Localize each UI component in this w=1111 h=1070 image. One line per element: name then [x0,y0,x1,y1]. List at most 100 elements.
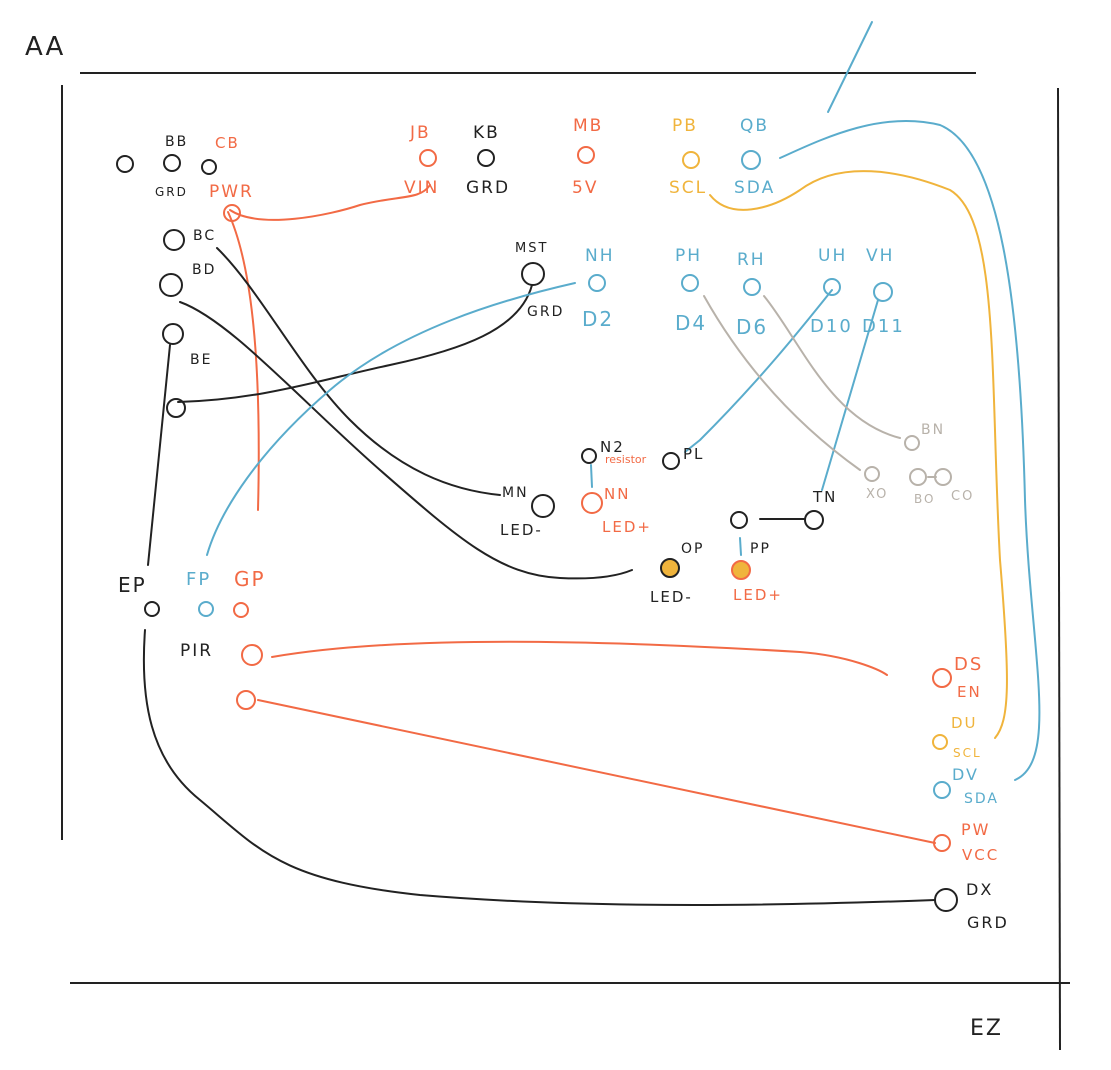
wire-pir-ds [271,640,888,676]
frame [61,72,1070,1051]
pin-be [162,323,184,345]
label-en: EN [957,683,982,701]
label-pb: PB [672,116,698,136]
label-sda-right: SDA [964,791,999,807]
pin-be-junction [166,398,186,418]
pin-dx [934,888,958,912]
wire-scl [709,170,1008,739]
wire-vh-tn [821,299,879,491]
label-ep: EP [118,573,147,597]
label-cb: CB [215,134,240,152]
wire-pwr-gp [227,211,260,511]
pin-bo [909,468,927,486]
label-n2: N2 [600,438,625,456]
pin-rh [743,278,761,296]
label-pl: PL [683,445,704,463]
pin-bn [904,435,920,451]
wires [142,21,1041,906]
pin-mst [521,262,545,286]
label-sda-top: SDA [734,178,775,198]
pin-pb [682,151,700,169]
label-mst: MST [515,241,548,256]
label-d6: D6 [736,315,768,339]
label-vcc: VCC [962,846,999,864]
label-vh: VH [866,246,894,266]
wire-bd-op [179,301,633,580]
pin-qb [741,150,761,170]
wire-blue-top [827,21,873,113]
label-scl-right: SCL [953,746,982,760]
pin-gp [233,602,249,618]
pin-pw [933,834,951,852]
label-led-plus-2: LED+ [733,586,783,604]
pin-tn [804,510,824,530]
pin-pir-2 [236,690,256,710]
pin-bb [163,154,181,172]
label-mn: MN [502,485,529,501]
label-xo: XO [866,487,888,502]
wire-ep-dx [142,629,936,906]
label-d4: D4 [675,311,707,335]
pin-n2 [581,448,597,464]
label-rh: RH [737,250,766,270]
pins [116,146,958,912]
pin-pwr [223,204,241,222]
label-nn: NN [604,485,630,503]
label-grd-mst: GRD [527,304,564,320]
wire-uh-pl [684,289,833,453]
label-pwr: PWR [209,182,254,202]
label-5v: 5V [572,178,598,198]
pin-bc [163,229,185,251]
pin-bd [159,273,183,297]
label-bn: BN [921,422,945,438]
pin-ph [681,274,699,292]
pin-tn-left [730,511,748,529]
pin-co [934,468,952,486]
label-ez: EZ [970,1016,1003,1041]
resistor-blue-2 [739,537,742,556]
wire-ph-xo [703,295,861,471]
pin-jb [419,149,437,167]
pin-pir-1 [241,644,263,666]
label-pp: PP [750,541,771,557]
label-jb: JB [409,123,431,143]
label-grd-kb: GRD [466,178,510,198]
label-uh: UH [818,246,847,266]
pin-ds [932,668,952,688]
pin-nn [581,492,603,514]
pin-unnamed [116,155,134,173]
label-grd-dx: GRD [967,913,1009,932]
pin-cb [201,159,217,175]
pin-mb [577,146,595,164]
label-op: OP [681,541,704,557]
label-ph: PH [675,246,702,266]
label-fp: FP [186,569,211,590]
pin-ep [144,601,160,617]
wire-be-ep [147,344,171,566]
pin-kb [477,149,495,167]
wire-be-mst [177,284,533,403]
label-gp: GP [234,567,266,591]
label-du: DU [951,714,978,732]
label-d11: D11 [862,316,905,337]
label-grd-left: GRD [155,185,188,199]
wire-fp-nh [206,282,576,556]
pin-du [932,734,948,750]
label-pw: PW [961,820,990,839]
wire-sda [779,119,1041,781]
wire-pwr-vin [229,184,431,221]
resistor-blue-1 [590,464,593,488]
pin-uh [823,278,841,296]
pin-vh [873,282,893,302]
pin-pp [731,560,751,580]
pin-nh [588,274,606,292]
pin-fp [198,601,214,617]
label-nh: NH [585,246,615,266]
label-d10: D10 [810,316,853,337]
pin-op [660,558,680,578]
label-vin: VIN [404,178,439,198]
label-mb: MB [573,116,603,136]
pin-xo [864,466,880,482]
